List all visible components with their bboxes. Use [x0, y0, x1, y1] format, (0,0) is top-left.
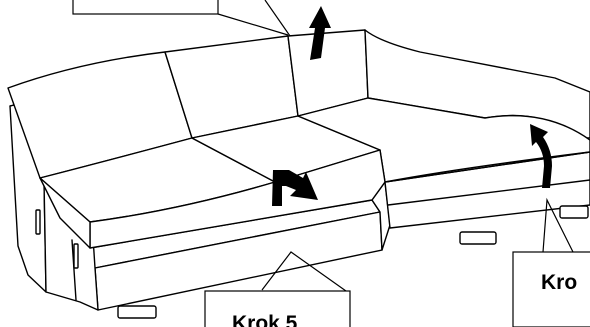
seat-front-edge — [89, 149, 386, 249]
drawer-handle — [73, 243, 79, 269]
callout-leader-right — [542, 197, 574, 253]
foot-right — [459, 231, 497, 245]
foot-front-left — [117, 305, 157, 319]
callout-box-right — [512, 251, 590, 327]
arrow-bent-right-icon — [272, 170, 318, 206]
arrow-curved-up-icon — [530, 124, 552, 188]
callout-box-bottom — [204, 290, 351, 327]
callout-label-right: Kro — [541, 271, 577, 294]
callout-leader-top — [217, 13, 289, 36]
callout-leader-top-2 — [264, 0, 291, 37]
callout-label-bottom: Krok 5 — [232, 312, 298, 327]
left-arm-wedge — [39, 177, 91, 249]
callout-box-top — [72, 0, 219, 15]
callout-leader-bottom — [261, 251, 347, 292]
drawer-handle — [35, 209, 41, 235]
foot-chaise-right — [559, 205, 589, 219]
arrow-up-icon — [309, 6, 331, 60]
